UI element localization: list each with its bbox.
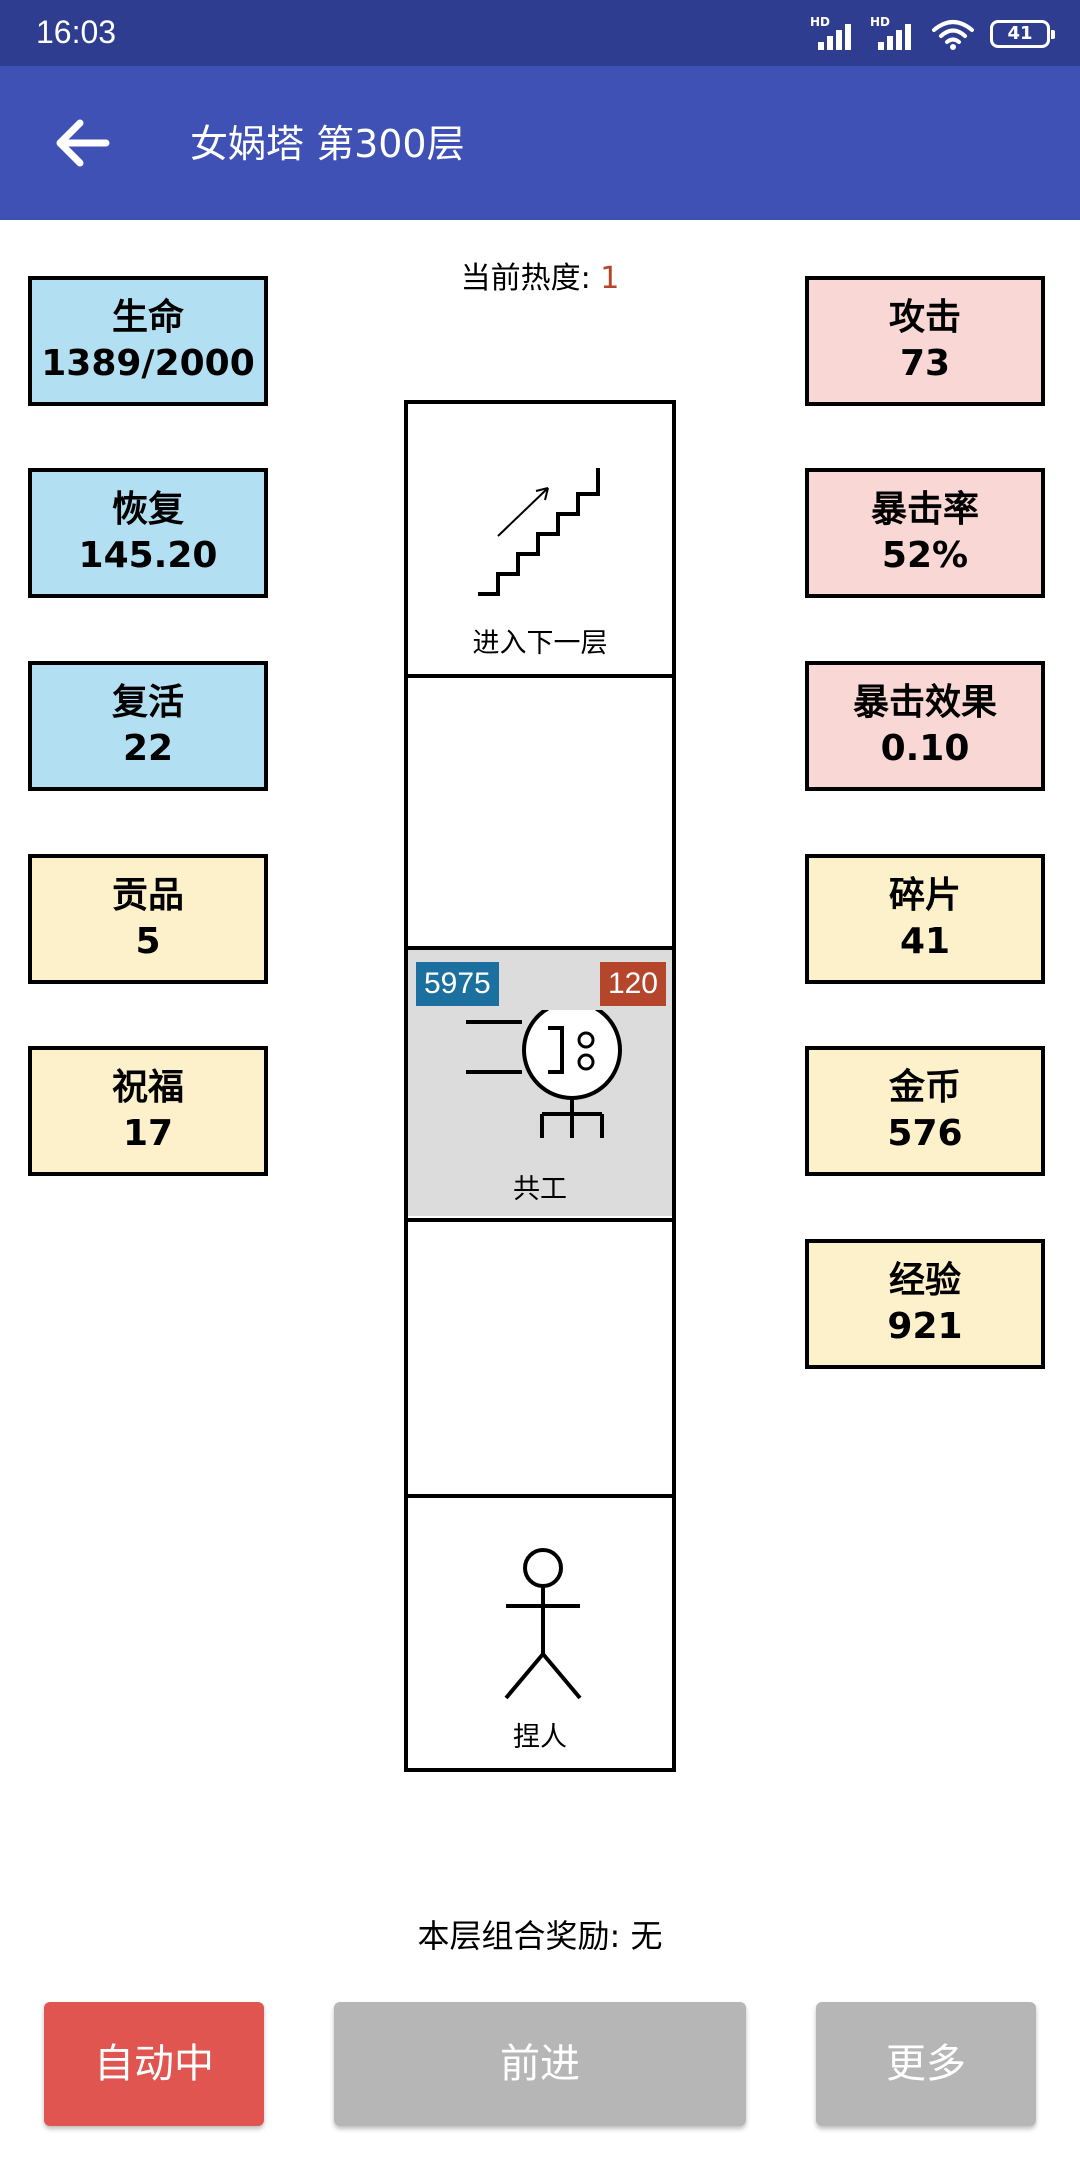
- gonggong-enemy-icon: [466, 1010, 622, 1138]
- stat-shards: 碎片 41: [805, 854, 1045, 984]
- stat-revive: 复活 22: [28, 661, 268, 791]
- stat-label: 攻击: [888, 297, 961, 338]
- more-button[interactable]: 更多: [816, 2002, 1036, 2126]
- battery-icon: 41: [990, 20, 1055, 48]
- bonus-label: 本层组合奖励:: [417, 1917, 631, 1955]
- stat-label: 金币: [888, 1067, 961, 1108]
- stat-label: 复活: [111, 682, 184, 723]
- arrow-left-icon[interactable]: [50, 112, 118, 174]
- cell-signal-icon: HD: [870, 16, 916, 52]
- stat-crit-rate: 暴击率 52%: [805, 468, 1045, 598]
- stat-tribute: 贡品 5: [28, 854, 268, 984]
- stat-value: 52%: [881, 535, 969, 576]
- stat-value: 145.20: [78, 535, 218, 576]
- exit-label: 进入下一层: [472, 628, 608, 659]
- stat-label: 祝福: [111, 1067, 184, 1108]
- stat-value: 41: [899, 921, 951, 962]
- stairs-up-icon: [478, 468, 600, 596]
- stat-label: 恢复: [111, 489, 184, 530]
- auto-button[interactable]: 自动中: [44, 2002, 264, 2126]
- stat-value: 576: [887, 1113, 963, 1154]
- stat-exp: 经验 921: [805, 1239, 1045, 1369]
- enemy-name: 共工: [513, 1174, 567, 1205]
- stat-label: 碎片: [888, 875, 961, 916]
- stat-attack: 攻击 73: [805, 276, 1045, 406]
- signal-hd-tag: HD: [810, 15, 831, 29]
- stat-value: 0.10: [880, 728, 970, 769]
- stat-label: 暴击效果: [852, 682, 997, 723]
- stat-label: 生命: [111, 297, 184, 338]
- stat-value: 73: [899, 343, 951, 384]
- tower-column: 进入下一层 5975 120 共工 捏人: [404, 400, 676, 1772]
- status-time: 16:03: [36, 14, 117, 50]
- wifi-icon: [932, 20, 974, 50]
- stick-figure-icon: [504, 1548, 582, 1700]
- stat-label: 暴击率: [870, 489, 979, 530]
- cell-signal-icon: HD: [810, 16, 856, 52]
- stat-regen: 恢复 145.20: [28, 468, 268, 598]
- stat-value: 17: [122, 1113, 174, 1154]
- player-name: 捏人: [513, 1722, 567, 1753]
- status-bar: 16:03 HD HD 41: [0, 0, 1080, 66]
- floor-bonus: 本层组合奖励: 无: [0, 1914, 1080, 1958]
- tower-cell-exit[interactable]: 进入下一层: [408, 404, 672, 674]
- enemy-attack-badge: 120: [599, 962, 666, 1006]
- forward-button[interactable]: 前进: [334, 2002, 746, 2126]
- stat-gold: 金币 576: [805, 1046, 1045, 1176]
- stat-label: 贡品: [111, 875, 184, 916]
- stat-value: 1389/2000: [41, 343, 255, 384]
- tower-cell-enemy[interactable]: 5975 120 共工: [408, 946, 672, 1216]
- page-title: 女娲塔 第300层: [190, 122, 465, 166]
- status-icons: HD HD 41: [810, 14, 1055, 54]
- stat-crit-effect: 暴击效果 0.10: [805, 661, 1045, 791]
- stat-value: 22: [122, 728, 174, 769]
- signal-hd-tag: HD: [870, 15, 891, 29]
- heat-label: 当前热度:: [460, 261, 601, 296]
- stat-label: 经验: [888, 1260, 961, 1301]
- enemy-hp-badge: 5975: [416, 962, 499, 1006]
- stat-hp: 生命 1389/2000: [28, 276, 268, 406]
- stat-blessing: 祝福 17: [28, 1046, 268, 1176]
- stat-value: 5: [135, 921, 161, 962]
- stat-value: 921: [887, 1306, 963, 1347]
- bonus-value: 无: [630, 1917, 663, 1955]
- heat-indicator: 当前热度: 1: [0, 258, 1080, 300]
- tower-cell-empty: [408, 1218, 672, 1488]
- tower-cell-player: 捏人: [408, 1494, 672, 1764]
- heat-value: 1: [600, 261, 620, 296]
- app-bar: 女娲塔 第300层: [0, 66, 1080, 220]
- tower-cell-empty: [408, 674, 672, 944]
